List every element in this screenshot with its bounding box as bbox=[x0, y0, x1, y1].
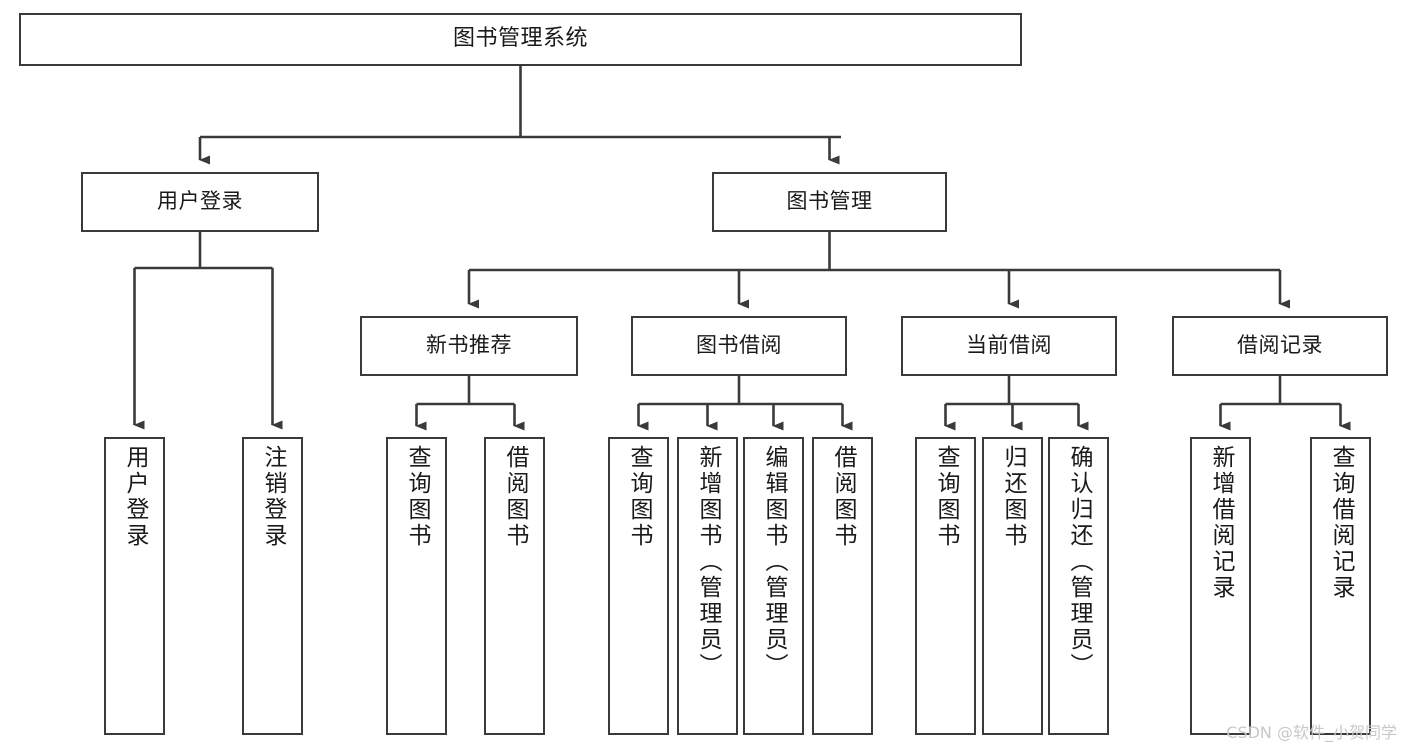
edge-borrow-to-leaves bbox=[637, 376, 853, 431]
node-label: 借阅图书 bbox=[830, 445, 856, 549]
node-borrow-record[interactable]: 借阅记录 bbox=[1172, 316, 1388, 376]
node-book-management[interactable]: 图书管理 bbox=[712, 172, 947, 232]
edge-new-book-to-leaves bbox=[415, 376, 525, 431]
node-book-borrow[interactable]: 图书借阅 bbox=[631, 316, 847, 376]
node-label: 图书借阅 bbox=[696, 333, 782, 358]
node-label: 确认归还（管理员） bbox=[1066, 445, 1092, 679]
edge-user-login-to-leaves bbox=[133, 232, 283, 430]
node-label: 新书推荐 bbox=[426, 333, 512, 358]
node-label: 用户登录 bbox=[122, 445, 148, 549]
edge-current-borrow-to-leaves bbox=[944, 376, 1089, 431]
node-label: 查询图书 bbox=[404, 445, 430, 549]
node-label: 查询图书 bbox=[933, 445, 959, 549]
node-label: 注销登录 bbox=[260, 445, 286, 549]
node-label: 新增图书（管理员） bbox=[695, 445, 721, 679]
node-label: 图书管理系统 bbox=[452, 26, 588, 52]
node-leaf-user-login[interactable]: 用户登录 bbox=[104, 437, 165, 735]
node-root-system[interactable]: 图书管理系统 bbox=[19, 13, 1022, 66]
node-new-book-recommend[interactable]: 新书推荐 bbox=[360, 316, 578, 376]
node-leaf-borrow-book-recommend[interactable]: 借阅图书 bbox=[484, 437, 545, 735]
edge-root-to-level1 bbox=[198, 66, 841, 165]
node-leaf-query-book-current[interactable]: 查询图书 bbox=[915, 437, 976, 735]
node-current-borrow[interactable]: 当前借阅 bbox=[901, 316, 1117, 376]
node-label: 查询借阅记录 bbox=[1328, 445, 1354, 601]
edge-book-manage-to-level2 bbox=[467, 232, 1290, 309]
node-label: 用户登录 bbox=[157, 189, 243, 214]
node-leaf-logout[interactable]: 注销登录 bbox=[242, 437, 303, 735]
node-label: 借阅图书 bbox=[502, 445, 528, 549]
node-leaf-query-borrow-record[interactable]: 查询借阅记录 bbox=[1310, 437, 1371, 735]
node-leaf-query-book-recommend[interactable]: 查询图书 bbox=[386, 437, 447, 735]
node-leaf-edit-book-admin[interactable]: 编辑图书（管理员） bbox=[743, 437, 804, 735]
node-label: 查询图书 bbox=[626, 445, 652, 549]
node-label: 图书管理 bbox=[786, 189, 873, 214]
edge-borrow-record-to-leaves bbox=[1219, 376, 1351, 431]
node-label: 当前借阅 bbox=[966, 333, 1052, 358]
csdn-watermark: CSDN @软件_小贺同学 bbox=[1226, 723, 1397, 742]
node-leaf-add-book-admin[interactable]: 新增图书（管理员） bbox=[677, 437, 738, 735]
node-leaf-return-book[interactable]: 归还图书 bbox=[982, 437, 1043, 735]
node-leaf-query-book-borrow[interactable]: 查询图书 bbox=[608, 437, 669, 735]
node-label: 新增借阅记录 bbox=[1208, 445, 1234, 601]
node-user-login[interactable]: 用户登录 bbox=[81, 172, 319, 232]
node-leaf-borrow-book[interactable]: 借阅图书 bbox=[812, 437, 873, 735]
node-label: 借阅记录 bbox=[1237, 333, 1323, 358]
node-label: 编辑图书（管理员） bbox=[761, 445, 787, 679]
node-leaf-add-borrow-record[interactable]: 新增借阅记录 bbox=[1190, 437, 1251, 735]
node-leaf-confirm-return-admin[interactable]: 确认归还（管理员） bbox=[1048, 437, 1109, 735]
node-label: 归还图书 bbox=[1000, 445, 1026, 549]
